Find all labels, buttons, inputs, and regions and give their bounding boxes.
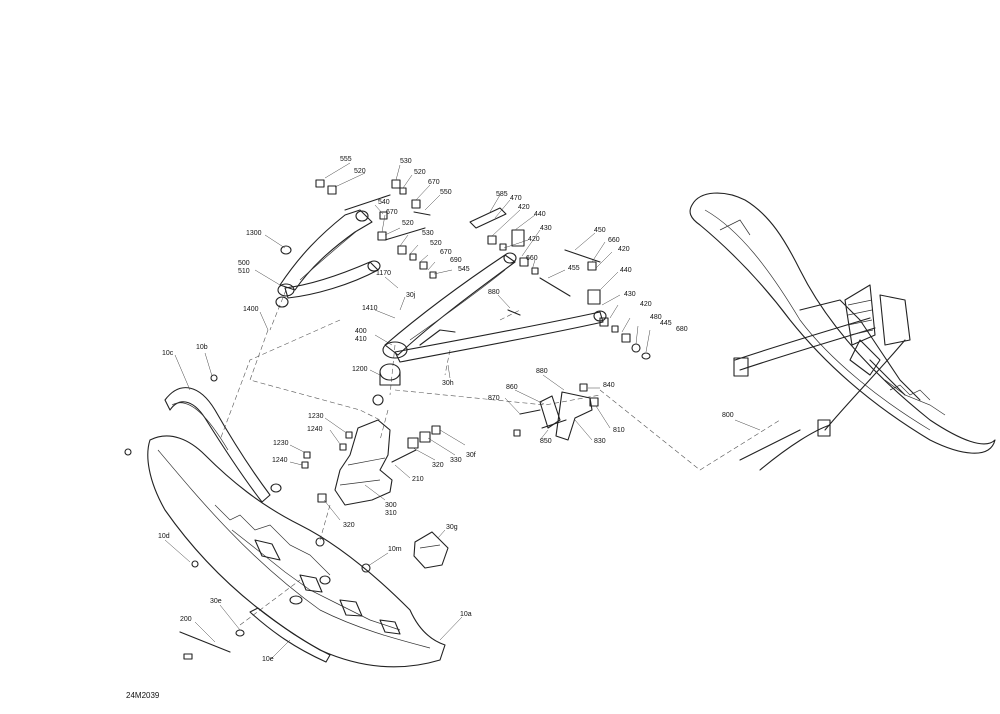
callout-300: 300	[385, 502, 397, 509]
callout-310: 310	[385, 510, 397, 517]
callout-10b: 10b	[196, 344, 208, 351]
leader-lines	[164, 162, 761, 661]
callout-30f: 30f	[466, 452, 476, 459]
callout-320: 320	[432, 462, 444, 469]
callout-850: 850	[540, 438, 552, 445]
callout-585: 585	[496, 191, 508, 198]
callout-30g: 30g	[446, 524, 458, 531]
callout-1230: 1230	[308, 413, 324, 420]
callout-430: 430	[624, 291, 636, 298]
callout-520: 520	[402, 220, 414, 227]
callout-880: 880	[536, 368, 548, 375]
upper-a-arm	[277, 209, 381, 299]
callout-10e: 10e	[262, 656, 274, 663]
callout-30h: 30h	[442, 380, 454, 387]
callout-670: 670	[386, 209, 398, 216]
callout-420: 420	[528, 236, 540, 243]
callout-480: 480	[650, 314, 662, 321]
callout-530: 530	[400, 158, 412, 165]
callout-530: 530	[422, 230, 434, 237]
callout-470: 470	[510, 195, 522, 202]
callout-420: 420	[518, 204, 530, 211]
callout-660: 660	[526, 255, 538, 262]
callout-550: 550	[440, 189, 452, 196]
callout-800: 800	[722, 412, 734, 419]
ski-left	[147, 435, 446, 668]
callout-450: 450	[594, 227, 606, 234]
ski-runner	[179, 537, 371, 663]
callout-830: 830	[594, 438, 606, 445]
callout-410: 410	[355, 336, 367, 343]
ski-saddle	[413, 531, 449, 569]
callout-690: 690	[450, 257, 462, 264]
callout-1230: 1230	[273, 440, 289, 447]
callout-200: 200	[180, 616, 192, 623]
callout-1240: 1240	[307, 426, 323, 433]
upper-arm-hardware	[275, 179, 437, 308]
callout-545: 545	[458, 266, 470, 273]
assembled-ski-right	[689, 192, 996, 471]
callout-30j: 30j	[406, 292, 416, 299]
callout-440: 440	[534, 211, 546, 218]
callout-1170: 1170	[376, 270, 392, 277]
callout-520: 520	[414, 169, 426, 176]
callout-680: 680	[676, 326, 688, 333]
callout-455: 455	[568, 265, 580, 272]
callout-840: 840	[603, 382, 615, 389]
callout-670: 670	[428, 179, 440, 186]
callout-520: 520	[430, 240, 442, 247]
callout-555: 555	[340, 156, 352, 163]
assembly-dash-lines	[219, 289, 781, 626]
callout-1410: 1410	[362, 305, 378, 312]
callout-660: 660	[608, 237, 620, 244]
callout-670: 670	[440, 249, 452, 256]
steering-arm	[513, 383, 599, 441]
callout-430: 430	[540, 225, 552, 232]
callout-520: 520	[354, 168, 366, 175]
callout-870: 870	[488, 395, 500, 402]
callout-1300: 1300	[246, 230, 262, 237]
callout-10d: 10d	[158, 533, 170, 540]
callout-400: 400	[355, 328, 367, 335]
lower-arm-hardware	[469, 207, 651, 360]
callout-420: 420	[640, 301, 652, 308]
callout-1400: 1400	[243, 306, 259, 313]
callout-210: 210	[412, 476, 424, 483]
ski-loop-handle	[124, 374, 282, 503]
lower-a-arm	[382, 252, 607, 363]
callout-1240: 1240	[272, 457, 288, 464]
callout-320: 320	[343, 522, 355, 529]
callout-810: 810	[613, 427, 625, 434]
callout-445: 445	[660, 320, 672, 327]
callout-500: 500	[238, 260, 250, 267]
diagram-code: 24M2039	[126, 691, 160, 700]
callout-10m: 10m	[388, 546, 402, 553]
callout-440: 440	[620, 267, 632, 274]
callout-420: 420	[618, 246, 630, 253]
callout-1200: 1200	[352, 366, 368, 373]
callout-10c: 10c	[162, 350, 174, 357]
callout-30e: 30e	[210, 598, 222, 605]
callout-540: 540	[378, 199, 390, 206]
callout-860: 860	[506, 384, 518, 391]
callout-510: 510	[238, 268, 250, 275]
callout-330: 330	[450, 457, 462, 464]
callout-10a: 10a	[460, 611, 472, 618]
callout-880: 880	[488, 289, 500, 296]
